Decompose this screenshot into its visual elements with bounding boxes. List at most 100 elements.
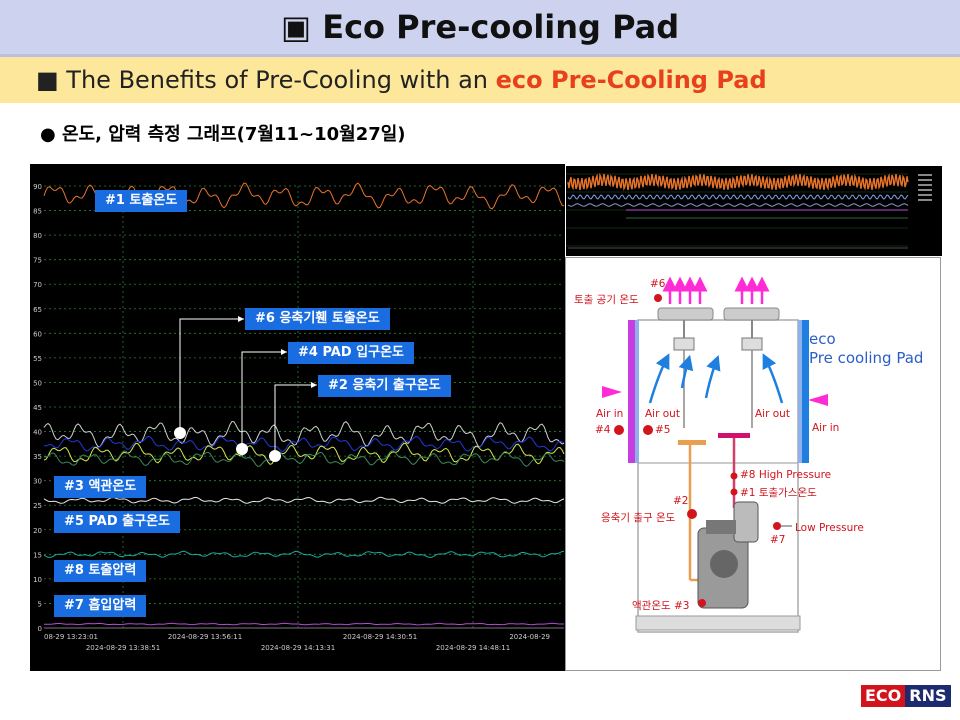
- y-tick-label: 75: [33, 257, 42, 265]
- pipe-magenta: [718, 433, 750, 438]
- sensor-5-label: #5: [655, 424, 671, 436]
- subtitle-band: [0, 57, 960, 103]
- thumbnail-legend-mark: [918, 179, 932, 181]
- pre-cooling-pad-diagram: #6 토출 공기 온도 eco Pre cooling Pad Air in A…: [565, 257, 941, 671]
- sensor-dots: [614, 294, 781, 607]
- y-tick-label: 55: [33, 355, 42, 363]
- y-tick-label: 65: [33, 306, 42, 314]
- subtitle-highlight: eco Pre-Cooling Pad: [495, 66, 767, 94]
- eco-rns-logo: ECO RNS: [861, 685, 951, 707]
- y-tick-label: 0: [38, 625, 42, 633]
- pad-right: [802, 320, 809, 463]
- y-tick-label: 50: [33, 379, 42, 387]
- condenser-outlet-label: 응축기 출구 온도: [601, 512, 676, 524]
- callout-point: [236, 443, 248, 455]
- series-line: [43, 442, 565, 465]
- callout-line: [274, 384, 317, 456]
- temperature-pressure-chart: 0 5 10 15 20 25 30 35 40 45 50 55 60 65 70 75 80 85 90 08-…: [30, 164, 565, 671]
- liquid-line-label: 액관온도 #3: [632, 600, 690, 612]
- y-tick-label: 5: [38, 600, 42, 608]
- label-discharge-pressure: #8 토출압력: [54, 560, 147, 582]
- label-pad-inlet-temp: #4 PAD 입구온도: [288, 342, 415, 364]
- callout-point: [174, 427, 186, 439]
- callout-arrowhead: [238, 316, 244, 322]
- label-condenser-outlet-temp: #2 응축기 출구온도: [318, 375, 451, 397]
- subtitle-prefix: ■ The Benefits of Pre-Cooling with an: [36, 66, 496, 94]
- series-line: [43, 182, 565, 210]
- callout-arrowhead: [281, 349, 287, 355]
- y-tick-label: 90: [33, 183, 42, 191]
- y-tick-label: 85: [33, 208, 42, 216]
- series-line: [43, 496, 565, 504]
- title-band: [0, 0, 960, 57]
- y-tick-label: 10: [33, 576, 42, 584]
- discharge-gas-label: #1 토출가스온도: [740, 487, 817, 499]
- thumbnail-legend-mark: [918, 184, 932, 186]
- x-tick-label: 2024-08-29 13:56:11: [168, 633, 242, 641]
- label-suction-pressure: #7 흡입압력: [54, 595, 147, 617]
- thumbnail-legend-mark: [918, 199, 932, 201]
- unit-housing: [637, 319, 799, 633]
- air-in-arrow-right: [808, 394, 828, 406]
- pre-cooling-pad-label: Pre cooling Pad: [809, 349, 924, 367]
- x-tick-label: 2024-08-29 14:13:31: [261, 644, 335, 652]
- thumbnail-legend-mark: [918, 189, 932, 191]
- air-out-right-label: Air out: [755, 408, 790, 420]
- label-liquid-line-temp: #3 액관온도: [54, 476, 147, 498]
- y-tick-label: 70: [33, 281, 42, 289]
- subtitle: ■ The Benefits of Pre-Cooling with an ec…: [36, 66, 767, 94]
- x-tick-labels: 08-29 13:23:01 2024-08-29 13:56:11 2024-08…: [44, 633, 550, 652]
- logo-rns: RNS: [905, 685, 951, 707]
- eco-label: eco: [809, 330, 836, 348]
- y-tick-label: 30: [33, 478, 42, 486]
- overview-thumbnail-chart: [566, 166, 942, 256]
- y-tick-label: 25: [33, 502, 42, 510]
- y-tick-label: 35: [33, 453, 42, 461]
- series-line: [43, 622, 564, 626]
- sensor-7-label: #7: [770, 534, 786, 546]
- x-tick-label: 08-29 13:23:01: [44, 633, 98, 641]
- callout-lines: [174, 316, 317, 462]
- high-pressure-label: #8 High Pressure: [740, 469, 832, 481]
- airflow-arrows: [648, 353, 784, 404]
- air-in-left-label: Air in: [596, 408, 624, 420]
- callout-line: [179, 318, 244, 433]
- label-pad-outlet-temp: #5 PAD 출구온도: [54, 511, 181, 533]
- chart-canvas: 0 5 10 15 20 25 30 35 40 45 50 55 60 65 70 75 80 85 90 08-…: [33, 182, 565, 652]
- series-line: [43, 420, 565, 448]
- air-in-right-label: Air in: [812, 422, 840, 434]
- y-tick-labels: 0 5 10 15 20 25 30 35 40 45 50 55 60 65 70 75 80 85 90: [33, 183, 42, 633]
- fan-left: [657, 307, 714, 321]
- y-tick-label: 80: [33, 232, 42, 240]
- air-in-arrow-left: [602, 386, 622, 398]
- exhaust-arrows: [662, 276, 770, 304]
- series-line: [43, 550, 565, 559]
- page-title: ▣ Eco Pre-cooling Pad: [280, 8, 680, 46]
- sensor-2-label: #2: [673, 495, 689, 507]
- chart-series: [43, 182, 565, 626]
- x-tick-label: 2024-08-29 13:38:51: [86, 644, 160, 652]
- y-tick-label: 40: [33, 429, 42, 437]
- x-tick-label: 2024-08-29 14:48:11: [436, 644, 510, 652]
- label-discharge-temp: #1 토출온도: [95, 190, 188, 212]
- series-line: [43, 450, 565, 468]
- sensor-4-label: #4: [595, 424, 611, 436]
- y-tick-label: 15: [33, 551, 42, 559]
- thumbnail-series: [567, 203, 909, 207]
- pipe-orange: [678, 440, 706, 445]
- pad-left: [628, 320, 635, 463]
- thumbnail-series: [567, 172, 909, 192]
- y-tick-label: 45: [33, 404, 42, 412]
- logo-eco: ECO: [861, 685, 906, 707]
- callout-point: [269, 450, 281, 462]
- x-tick-label: 2024-08-29 14:30:51: [343, 633, 417, 641]
- y-tick-label: 20: [33, 527, 42, 535]
- y-tick-label: 60: [33, 330, 42, 338]
- x-tick-label: 2024-08-29: [509, 633, 550, 641]
- diagram-drawing: [602, 276, 828, 633]
- callout-line: [241, 351, 287, 449]
- thumbnail-canvas: [566, 166, 942, 256]
- low-pressure-label: Low Pressure: [795, 522, 864, 534]
- air-temp-label: 토출 공기 온도: [574, 294, 639, 306]
- fan-right: [723, 307, 780, 321]
